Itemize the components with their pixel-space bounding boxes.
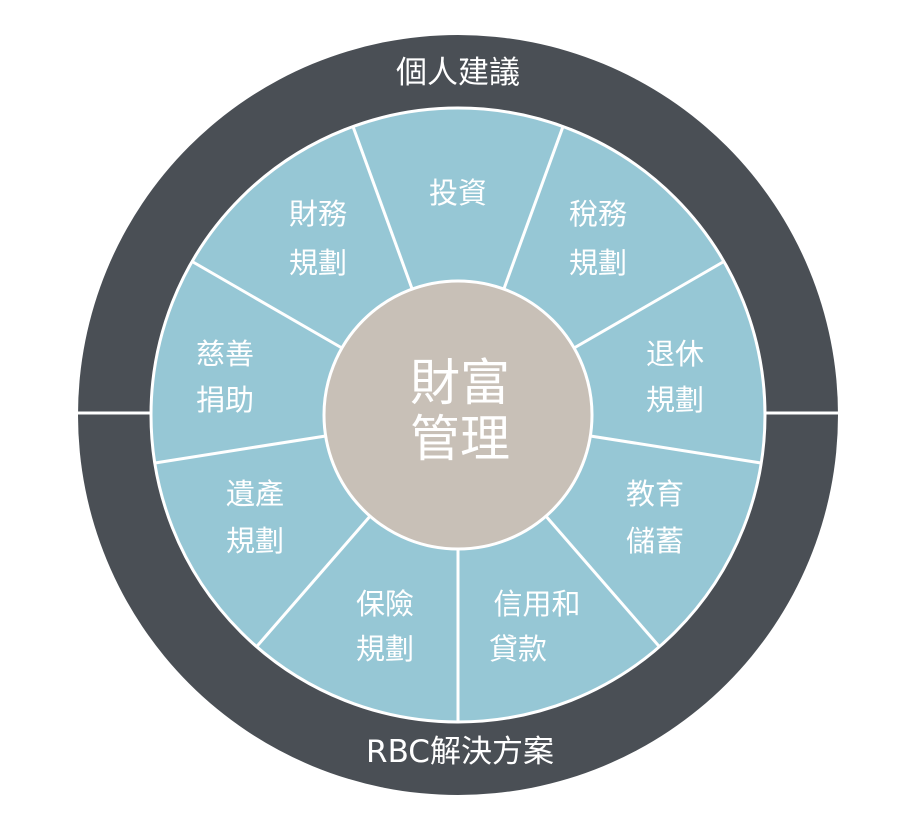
segment-financial-planning-line1[interactable]: 財務: [289, 197, 347, 231]
segment-insurance-line1[interactable]: 保險: [356, 587, 414, 621]
segment-credit-line2[interactable]: 貸款: [489, 632, 547, 666]
segment-divider: [501, 126, 565, 294]
segment-divider: [569, 260, 724, 352]
segment-education-line2[interactable]: 儲蓄: [626, 524, 684, 558]
segment-divider: [542, 512, 660, 647]
segment-philanthropy-line2[interactable]: 捐助: [196, 383, 254, 417]
segment-credit-line1[interactable]: 信用和: [493, 587, 580, 621]
bottom-ring-label: RBC解決方案: [366, 734, 554, 770]
segment-insurance-line2[interactable]: 規劃: [356, 632, 414, 666]
segment-philanthropy-line1[interactable]: 慈善: [196, 337, 254, 371]
segment-tax-planning-line1[interactable]: 稅務: [569, 197, 627, 231]
segment-financial-planning-line2[interactable]: 規劃: [289, 246, 347, 280]
segment-estate-line1[interactable]: 遺產: [226, 477, 284, 511]
segment-divider: [586, 433, 761, 465]
center-label-line1: 財富: [410, 354, 510, 412]
center-label-line2: 管理: [410, 410, 510, 468]
center-circle: [322, 279, 594, 551]
segment-tax-planning-line2[interactable]: 規劃: [569, 246, 627, 280]
segment-retirement-line2[interactable]: 規劃: [646, 383, 704, 417]
segment-education-line1[interactable]: 教育: [626, 477, 684, 511]
segment-investment[interactable]: 投資: [429, 176, 487, 210]
segment-divider: [351, 126, 415, 294]
segment-divider: [256, 512, 374, 647]
segment-divider: [155, 433, 330, 465]
segment-divider: [192, 260, 347, 352]
segment-retirement-line1[interactable]: 退休: [646, 337, 704, 371]
top-ring-label: 個人建議: [396, 55, 520, 91]
segment-estate-line2[interactable]: 規劃: [226, 524, 284, 558]
